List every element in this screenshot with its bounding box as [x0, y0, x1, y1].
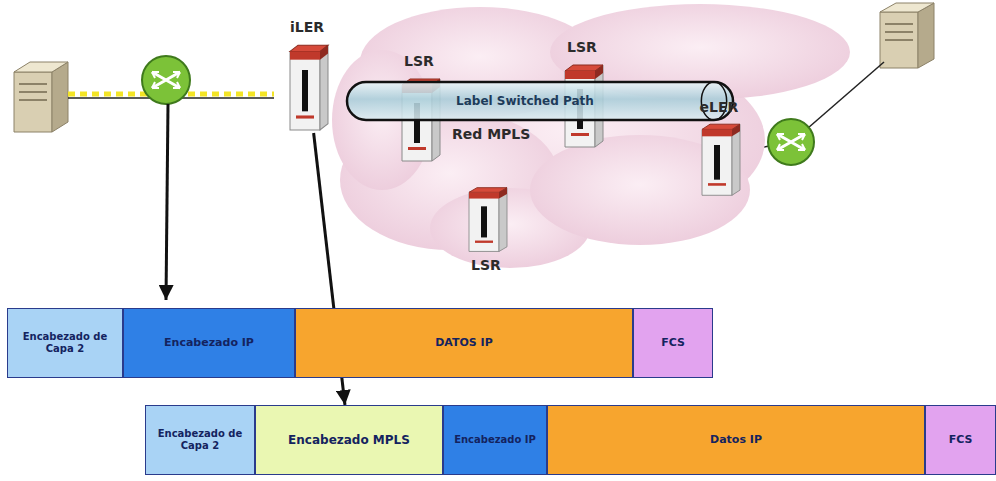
router-label: LSR — [567, 38, 597, 56]
mpls-cloud: Red MPLSLSRLSRLabel Switched PathLSR — [330, 2, 875, 280]
server-icon — [880, 3, 934, 68]
field-label: Encabezado MPLS — [288, 433, 410, 447]
lsr-router: LSR — [458, 183, 514, 275]
router-label: LSR — [471, 256, 501, 274]
router-icon — [694, 119, 744, 197]
field-label: Encabezado de Capa 2 — [11, 331, 119, 355]
lsp-tube: Label Switched Path — [345, 80, 735, 122]
field-label: FCS — [661, 336, 685, 349]
tube-label: Label Switched Path — [456, 94, 594, 108]
frame-field: Encabezado IP — [123, 308, 295, 378]
frame-field: Encabezado IP — [443, 405, 547, 475]
field-label: Encabezado IP — [454, 434, 536, 446]
router-label: eLER — [700, 98, 739, 116]
pointer-arrow — [166, 104, 168, 300]
frame-field: Datos IP — [547, 405, 925, 475]
router-symbol — [768, 119, 814, 165]
field-label: DATOS IP — [435, 336, 493, 349]
router-icon — [282, 39, 332, 132]
frame-field: DATOS IP — [295, 308, 633, 378]
frame-field: FCS — [633, 308, 713, 378]
cloud-label: Red MPLS — [452, 126, 530, 142]
field-label: Datos IP — [710, 433, 762, 446]
frame-field: FCS — [925, 405, 996, 475]
field-label: Encabezado de Capa 2 — [149, 428, 251, 452]
frame-field: Encabezado de Capa 2 — [145, 405, 255, 475]
field-label: FCS — [949, 433, 973, 446]
frame-field: Encabezado de Capa 2 — [7, 308, 123, 378]
router-icon — [461, 183, 511, 253]
field-label: Encabezado IP — [164, 336, 254, 349]
server-icon — [14, 62, 68, 132]
router-symbol — [142, 56, 190, 104]
egress-router: eLER — [688, 98, 750, 198]
ingress-router: iLER — [272, 18, 342, 133]
router-label: iLER — [290, 18, 324, 36]
frame-field: Encabezado MPLS — [255, 405, 443, 475]
router-label: LSR — [404, 52, 434, 70]
